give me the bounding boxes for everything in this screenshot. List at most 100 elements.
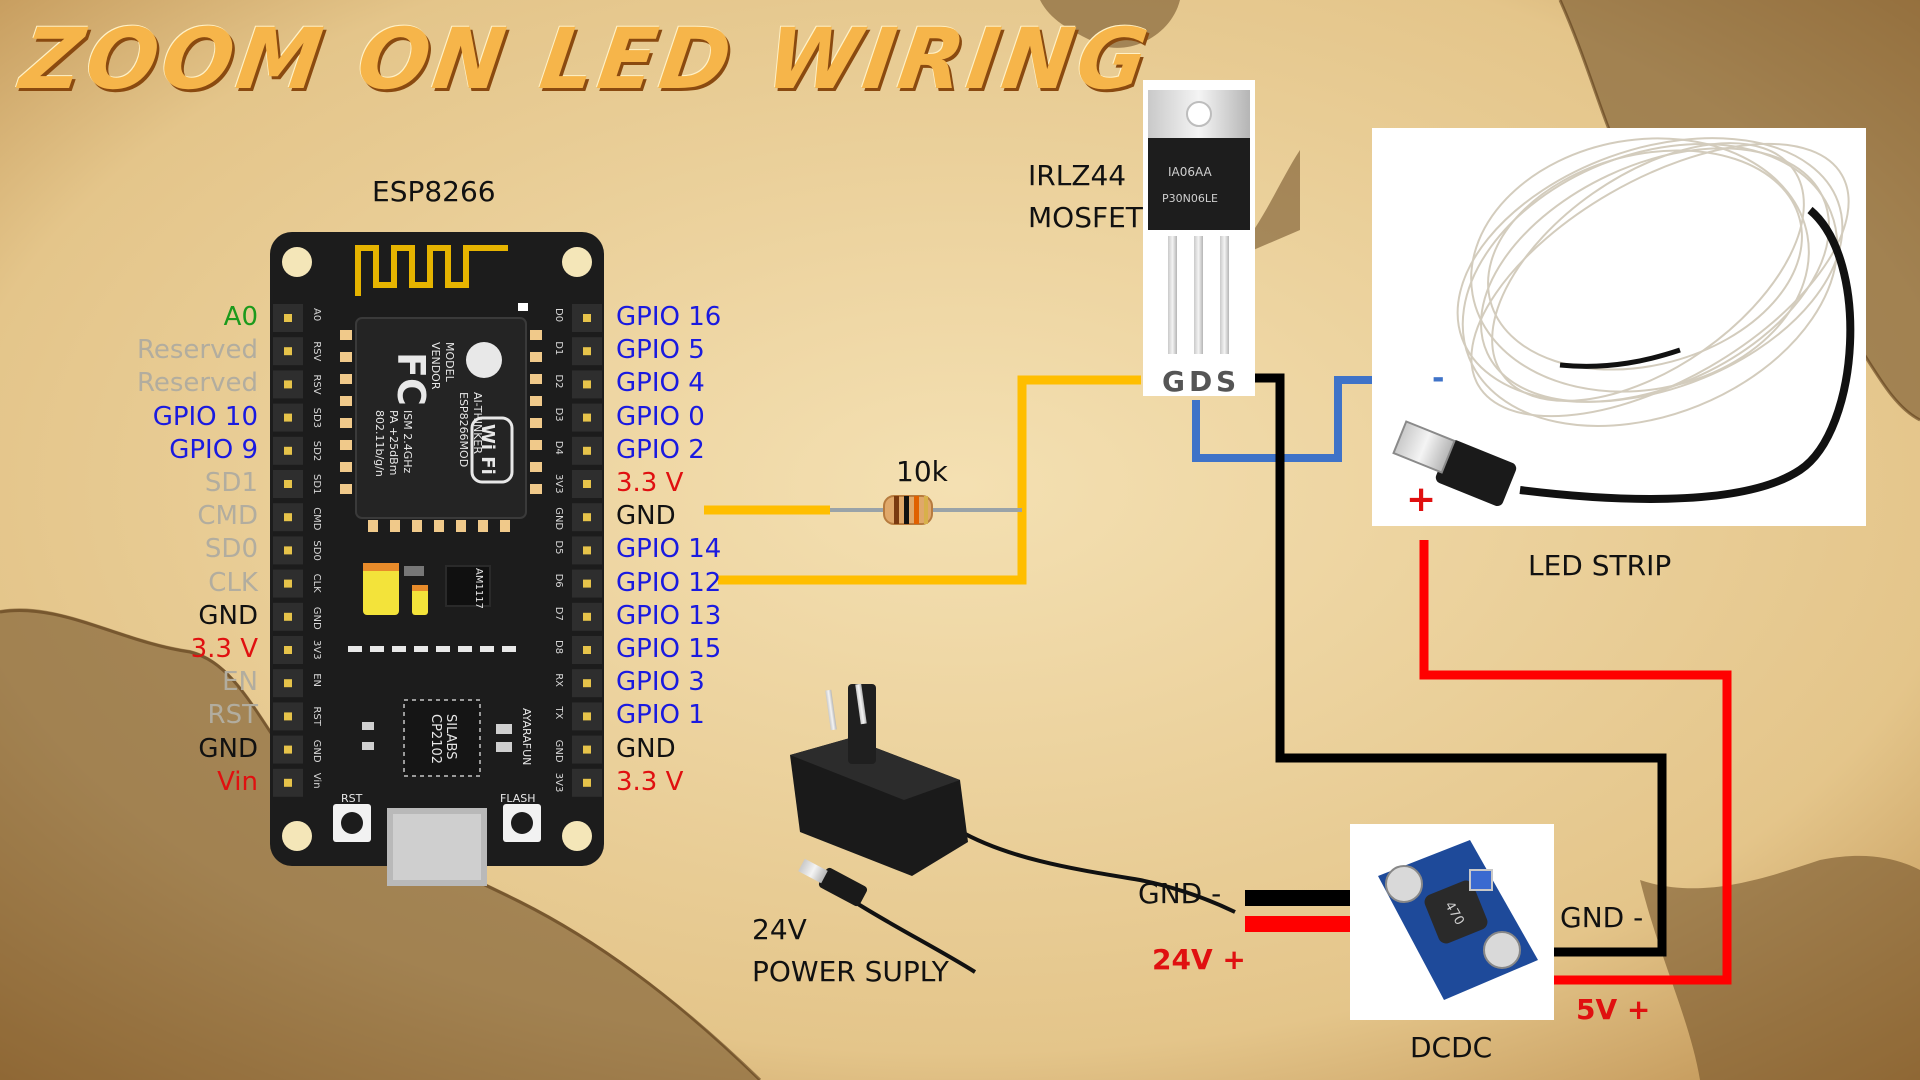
fc-logo: FC (389, 352, 433, 406)
left-silk-label: GND (311, 740, 322, 763)
esp-left-pin-label: CLK (208, 567, 258, 598)
mosfet-body-text-1: IA06AA (1168, 165, 1213, 179)
esp-right-pin-label: GPIO 12 (616, 567, 722, 598)
left-silk-label: RSV (311, 374, 322, 394)
esp-left-pin-label: RST (207, 700, 258, 731)
esp-module-markings: FC MODEL VENDOR ESP8266MOD AI-THINKER IS… (341, 342, 536, 805)
resistor-10k (883, 495, 933, 525)
power-supply-label-1: 24V (752, 913, 807, 946)
left-header-pin-contact (284, 579, 292, 588)
right-header-pin-contact (583, 646, 591, 654)
left-header-pin-contact (284, 413, 292, 422)
right-silk-label: D6 (553, 574, 564, 588)
esp-left-pin-label: SD1 (204, 468, 258, 498)
right-header-pin-contact (583, 413, 591, 422)
esp-right-pin-label: GPIO 2 (616, 434, 705, 465)
dcdc-label: DCDC (1410, 1031, 1493, 1064)
right-silk-label: GND (553, 740, 564, 763)
left-header-pin-contact (284, 347, 292, 356)
svg-text:AI-THINKER: AI-THINKER (471, 392, 484, 454)
dcdc-module: 470 (1350, 824, 1554, 1020)
mosfet-name-line2: MOSFET (1028, 201, 1143, 234)
esp-left-pin-label: 3.3 V (190, 634, 258, 664)
wire-black-source (1250, 373, 1667, 957)
brand-text: AYARAFUN (520, 708, 533, 765)
svg-text:802.11b/g/n: 802.11b/g/n (373, 410, 386, 477)
right-header-pin-contact (583, 513, 591, 522)
esp8266-board (270, 232, 604, 886)
esp-right-pin-label: GPIO 3 (616, 667, 705, 698)
right-silk-label: D8 (553, 640, 564, 654)
led-plus-label: + (1406, 479, 1437, 520)
svg-text:ESP8266MOD: ESP8266MOD (457, 392, 470, 467)
mosfet-pin-s: S (1216, 365, 1237, 398)
mosfet-name-line1: IRLZ44 (1028, 159, 1127, 192)
right-silk-label: D1 (553, 341, 564, 355)
esp-right-pin-label: GPIO 14 (616, 534, 722, 565)
left-silk-label: SD0 (311, 540, 322, 560)
esp-left-pin-label: CMD (197, 501, 258, 532)
led-strip-cable (1519, 206, 1855, 503)
right-header-pin-contact (583, 745, 591, 754)
left-silk-label: RST (311, 706, 322, 726)
svg-text:MODEL: MODEL (443, 342, 456, 383)
wire-yellow-gpio12 (718, 375, 1141, 585)
pin-headers (273, 304, 602, 797)
usb-plug-body (1435, 439, 1517, 507)
right-silk-label: TX (553, 705, 564, 719)
power-supply-cable (957, 828, 1236, 914)
esp-left-pin-label: Vin (217, 766, 258, 797)
esp-left-pin-label: GPIO 10 (152, 401, 258, 432)
dcdc-out-pos-label: 5V + (1576, 993, 1651, 1026)
chip-text-1: SILABS (443, 714, 458, 759)
esp-left-pin-label: GPIO 9 (169, 434, 258, 465)
left-silk-label: A0 (311, 308, 322, 321)
esp-left-pin-label: SD0 (204, 534, 258, 565)
module-text-lines: MODEL VENDOR ESP8266MOD AI-THINKER ISM 2… (373, 342, 484, 477)
esp-right-pin-label: GPIO 0 (616, 401, 705, 432)
right-silk-label: 3V3 (553, 773, 564, 793)
esp-right-pin-label: 3.3 V (616, 766, 684, 797)
right-silk-label: D4 (553, 441, 564, 455)
right-silk-label: 3V3 (553, 474, 564, 494)
resistor-label: 10k (896, 455, 948, 488)
left-header-pin-contact (284, 612, 292, 621)
esp-right-pin-label: GPIO 4 (616, 368, 705, 399)
power-supply-label-2: POWER SUPLY (752, 955, 949, 988)
dcdc-in-pos-label: 24V + (1152, 943, 1246, 976)
left-silk-label: RSV (311, 341, 322, 361)
right-silk-label: D7 (553, 607, 564, 621)
page-title: ZOOM ON LED WIRING (15, 10, 1158, 108)
power-supply-dc-cable (856, 902, 977, 974)
right-header-pin-contact (583, 612, 591, 621)
esp-right-pin-label: 3.3 V (616, 468, 684, 498)
esp-left-pin-label: GND (198, 733, 258, 764)
regulator-text: AM1117 (473, 568, 484, 609)
left-header-pin-contact (284, 314, 292, 322)
wire-red-led-plus (1419, 540, 1732, 985)
mosfet-body-text-2: P30N06LE (1162, 192, 1218, 205)
esp-left-pin-label: EN (222, 667, 258, 698)
espressif-logo-icon (466, 342, 502, 378)
wire-blue-drain (1192, 376, 1418, 462)
esp-right-pin-label: GPIO 1 (616, 700, 705, 731)
right-silk-label: GND (553, 507, 564, 530)
wifi-badge-icon (470, 416, 514, 484)
left-header-pin-contact (284, 513, 292, 522)
left-header-pin-contact (284, 778, 292, 787)
right-silk-label: RX (553, 673, 564, 687)
flash-button-label: FLASH (500, 792, 536, 805)
right-silk-label: D0 (553, 308, 564, 322)
left-silk-label: GND (311, 607, 322, 630)
right-silk-label: D2 (553, 374, 564, 388)
led-strip-label: LED STRIP (1528, 549, 1672, 582)
esp-right-pin-label: GND (616, 501, 676, 532)
right-header-pin-contact (583, 314, 591, 322)
led-minus-label: - (1432, 361, 1445, 396)
esp-left-pin-label: A0 (223, 302, 258, 332)
right-header-pin-contact (583, 347, 591, 356)
svg-text:VENDOR: VENDOR (429, 342, 442, 390)
left-silk-label: 3V3 (311, 640, 322, 660)
esp-right-pin-label: GPIO 13 (616, 600, 722, 631)
usb-plug-metal (1392, 420, 1456, 474)
